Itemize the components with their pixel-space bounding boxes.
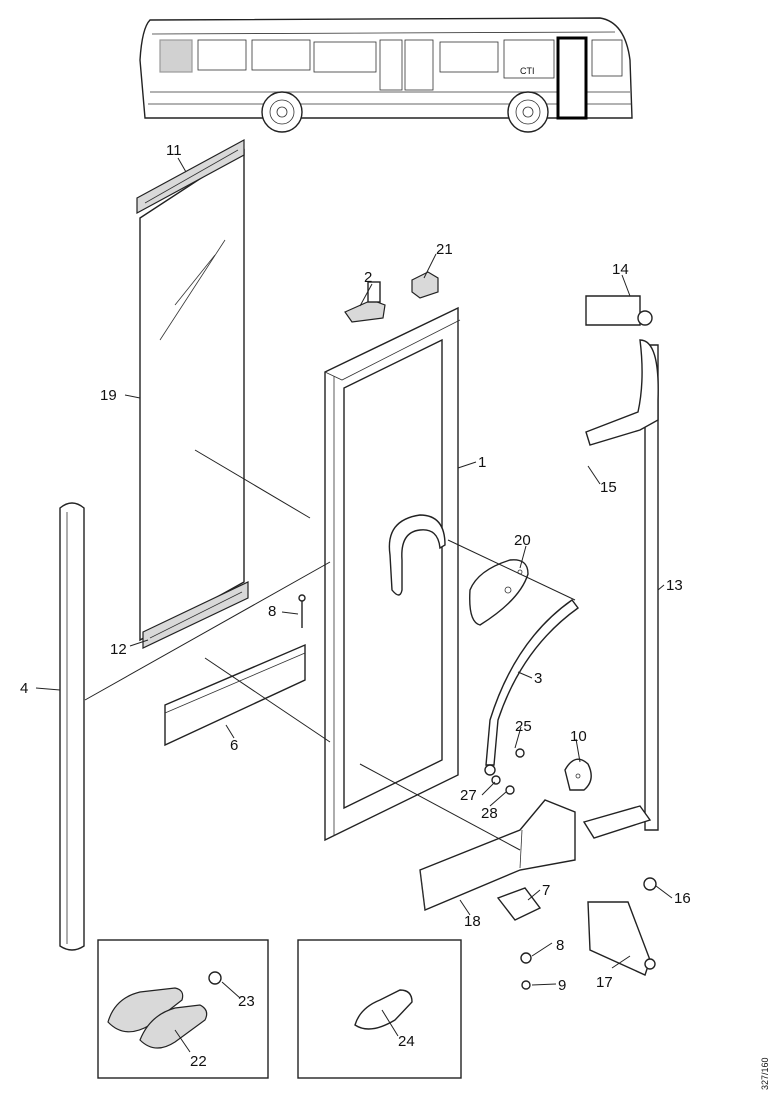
detail-box-cap (297, 939, 462, 1079)
leader-lines (35, 157, 673, 1053)
callout-16: 16 (674, 890, 691, 907)
bracket-10 (564, 758, 592, 791)
callout-3: 3 (534, 670, 542, 687)
bushing (643, 877, 657, 891)
callout-11: 11 (166, 142, 182, 159)
drive-arm (485, 599, 579, 766)
end-cap (354, 989, 413, 1030)
callout-19: 19 (100, 387, 117, 404)
lower-panel (164, 594, 306, 747)
callout-8-upper: 8 (268, 603, 276, 620)
bottom-channel-assembly (419, 799, 576, 990)
door-shaft-assembly (582, 295, 659, 976)
callout-1: 1 (478, 454, 486, 471)
assembly-axis-lines (84, 449, 576, 851)
callout-21: 21 (436, 241, 453, 258)
callout-22: 22 (190, 1053, 207, 1070)
top-bracket (411, 271, 439, 299)
callout-9: 9 (558, 977, 566, 994)
hinge-leaf-a (107, 987, 184, 1033)
bus-overview: CTI (139, 17, 633, 133)
lower-arm (582, 805, 652, 839)
callout-24: 24 (398, 1033, 415, 1050)
bottom-guide-channel (419, 799, 576, 912)
hinge-leaf-b (139, 1004, 208, 1049)
callout-25: 25 (515, 718, 532, 735)
door-seal-profile (59, 502, 85, 951)
callout-10: 10 (570, 728, 587, 745)
callout-28: 28 (481, 805, 498, 822)
door-handle (388, 514, 446, 596)
front-wheel (507, 91, 549, 133)
callout-14: 14 (612, 261, 629, 278)
lower-bearing-plate (587, 901, 651, 976)
bus-sign: CTI (520, 66, 535, 76)
door-shaft (644, 344, 659, 831)
callout-8-lower: 8 (556, 937, 564, 954)
top-glass-clamp (136, 138, 245, 215)
kick-panel (164, 643, 306, 747)
callout-labels: 11 2 21 19 14 1 15 20 13 8 12 3 4 6 25 1… (20, 142, 691, 1070)
detail-box-hinge (97, 939, 269, 1079)
top-bearing-plate (585, 295, 641, 326)
highlighted-door (556, 36, 588, 120)
seal-profile (59, 502, 85, 951)
callout-18: 18 (464, 913, 481, 930)
callout-15: 15 (600, 479, 617, 496)
callout-2: 2 (364, 269, 372, 286)
callout-6: 6 (230, 737, 238, 754)
callout-13: 13 (666, 577, 683, 594)
drive-arm-assembly (469, 559, 592, 795)
door-frame-assembly (324, 271, 461, 842)
hinge-pin (208, 971, 222, 985)
guide-block (496, 887, 542, 921)
hinge-bracket (344, 299, 386, 323)
callout-12: 12 (110, 641, 127, 658)
callout-27: 27 (460, 787, 477, 804)
callout-7: 7 (542, 882, 550, 899)
callout-17: 17 (596, 974, 613, 991)
glass-panel (139, 148, 245, 642)
callout-23: 23 (238, 993, 255, 1010)
washer (520, 952, 532, 964)
upper-arm (585, 339, 659, 446)
callout-4: 4 (20, 680, 28, 697)
cover-plate (469, 559, 529, 626)
callout-20: 20 (514, 532, 531, 549)
drawing-reference-code: 327/160 (760, 1057, 770, 1090)
nut (521, 980, 531, 990)
glass-panel-assembly (136, 138, 249, 649)
rear-wheel (261, 91, 303, 133)
